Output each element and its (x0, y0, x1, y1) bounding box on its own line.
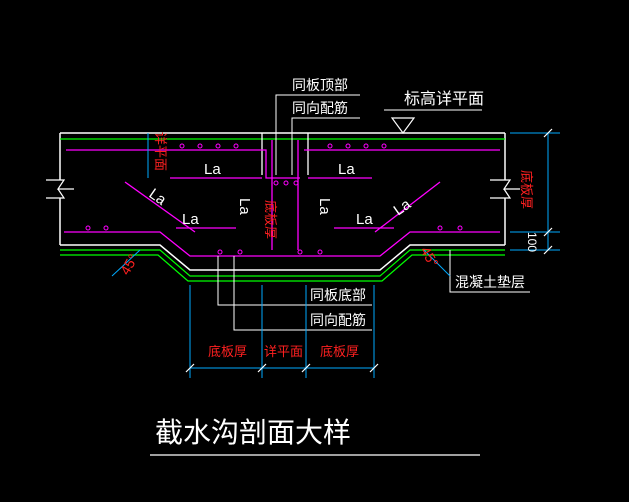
top-note-line1: 同板顶部 (292, 78, 348, 94)
la-label-diag-left: La (146, 185, 170, 209)
la-label-top-left: La (204, 161, 221, 178)
top-rebar (66, 140, 500, 250)
rebar-dots (85, 143, 463, 255)
break-mark-right (490, 179, 520, 199)
left-thickness-label: 详平面 (152, 132, 167, 171)
concrete-cushion-layer (60, 138, 505, 282)
dimension-right-label: 底板厚 (320, 344, 359, 360)
la-label-bottom-left: La (182, 211, 199, 228)
right-dimension-value: 100 (525, 232, 539, 252)
la-label-vertical-left: La (236, 198, 253, 215)
la-label-vertical-right: La (316, 198, 333, 215)
dimension-ticks (185, 128, 553, 373)
right-thickness-label: 底板厚 (518, 170, 534, 209)
break-mark-left (46, 179, 74, 199)
cushion-note: 混凝土垫层 (455, 275, 525, 291)
leader-lines (217, 94, 530, 331)
trench-walls (261, 133, 309, 175)
dimension-lines (111, 132, 560, 378)
bottom-note-line1: 同板底部 (310, 288, 366, 304)
bottom-rebar (64, 227, 500, 257)
slab-outline (59, 132, 506, 271)
center-vertical-label: 底板厚 (262, 200, 278, 239)
la-label-diag-right: La (391, 195, 415, 219)
la-label-top-right: La (338, 161, 355, 178)
elevation-note: 标高详平面 (404, 89, 484, 108)
dimension-left-label: 底板厚 (208, 344, 247, 360)
top-note-line2: 同向配筋 (292, 100, 348, 117)
angle-right-label: 45° (417, 244, 441, 270)
la-label-bottom-right: La (356, 211, 373, 228)
drawing-title: 截水沟剖面大样 (155, 416, 351, 449)
dimension-center-label: 详平面 (264, 345, 303, 360)
bottom-note-line2: 同向配筋 (310, 312, 366, 329)
elevation-marker (390, 117, 416, 135)
